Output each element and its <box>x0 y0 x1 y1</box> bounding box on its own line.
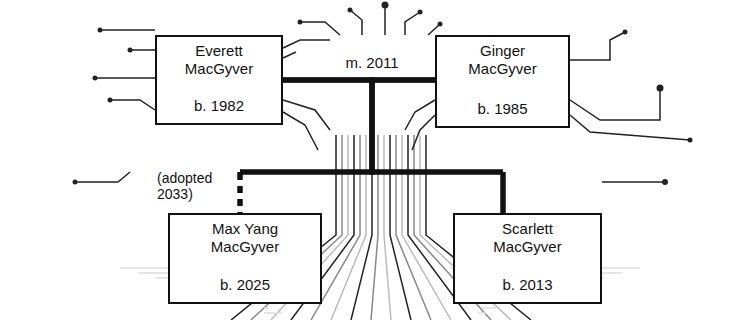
circuit-trace <box>657 85 664 92</box>
circuit-trace <box>570 88 660 120</box>
person-box: Scarlett MacGyver b. 2013 <box>453 213 602 304</box>
person-box: Ginger MacGyver b. 1985 <box>435 35 570 128</box>
circuit-trace <box>264 312 282 314</box>
circuit-trace <box>120 135 640 320</box>
birth-year: b. 1982 <box>194 97 244 115</box>
circuit-trace <box>438 22 443 27</box>
family-line <box>501 172 506 213</box>
circuit-trace <box>382 2 389 9</box>
family-line <box>238 172 243 180</box>
person-box: Max Yang MacGyver b. 2025 <box>168 213 322 304</box>
circuit-trace <box>331 135 366 320</box>
circuit-trace <box>75 172 130 182</box>
circuit-trace <box>283 52 296 58</box>
family-line <box>238 186 243 213</box>
birth-year: b. 1985 <box>477 100 527 118</box>
circuit-trace <box>93 76 98 81</box>
person-name: Scarlett MacGyver <box>493 220 561 257</box>
birth-year: b. 2025 <box>220 276 270 294</box>
circuit-trace <box>73 2 693 186</box>
circuit-trace <box>348 8 353 13</box>
marriage-label: m. 2011 <box>343 54 400 71</box>
person-name: Everett MacGyver <box>185 42 253 79</box>
circuit-trace <box>75 5 690 182</box>
circuit-trace <box>351 135 372 320</box>
circuit-trace <box>283 40 330 48</box>
circuit-trace <box>95 77 155 79</box>
circuit-trace <box>570 115 690 140</box>
circuit-trace <box>478 312 486 314</box>
circuit-trace <box>283 100 330 130</box>
circuit-trace <box>688 138 693 143</box>
family-line <box>238 172 243 180</box>
circuit-trace <box>405 12 420 35</box>
circuit-trace <box>418 10 423 15</box>
circuit-trace <box>570 32 625 60</box>
person-box: Everett MacGyver b. 1982 <box>155 35 283 125</box>
circuit-trace <box>405 100 435 130</box>
note-label: (adopted 2033) <box>155 170 214 202</box>
circuit-trace <box>283 112 318 150</box>
circuit-trace <box>384 5 386 35</box>
birth-year: b. 2013 <box>502 276 552 294</box>
circuit-trace <box>300 22 340 35</box>
circuit-trace <box>108 98 113 103</box>
family-line <box>238 186 243 213</box>
circuit-trace <box>412 115 435 150</box>
circuit-trace <box>264 307 268 309</box>
circuit-trace <box>73 180 78 185</box>
circuit-trace <box>110 100 155 110</box>
circuit-trace <box>298 20 303 25</box>
circuit-trace <box>482 307 496 309</box>
person-name: Max Yang MacGyver <box>211 220 279 257</box>
circuit-trace <box>98 28 103 33</box>
circuit-trace <box>662 179 668 185</box>
circuit-trace <box>350 10 362 35</box>
circuit-trace <box>130 49 155 51</box>
circuit-trace <box>128 48 133 53</box>
circuit-trace <box>602 181 665 183</box>
circuit-trace <box>623 30 628 35</box>
person-name: Ginger MacGyver <box>468 42 536 79</box>
circuit-trace <box>100 29 155 31</box>
family-line <box>501 172 506 213</box>
